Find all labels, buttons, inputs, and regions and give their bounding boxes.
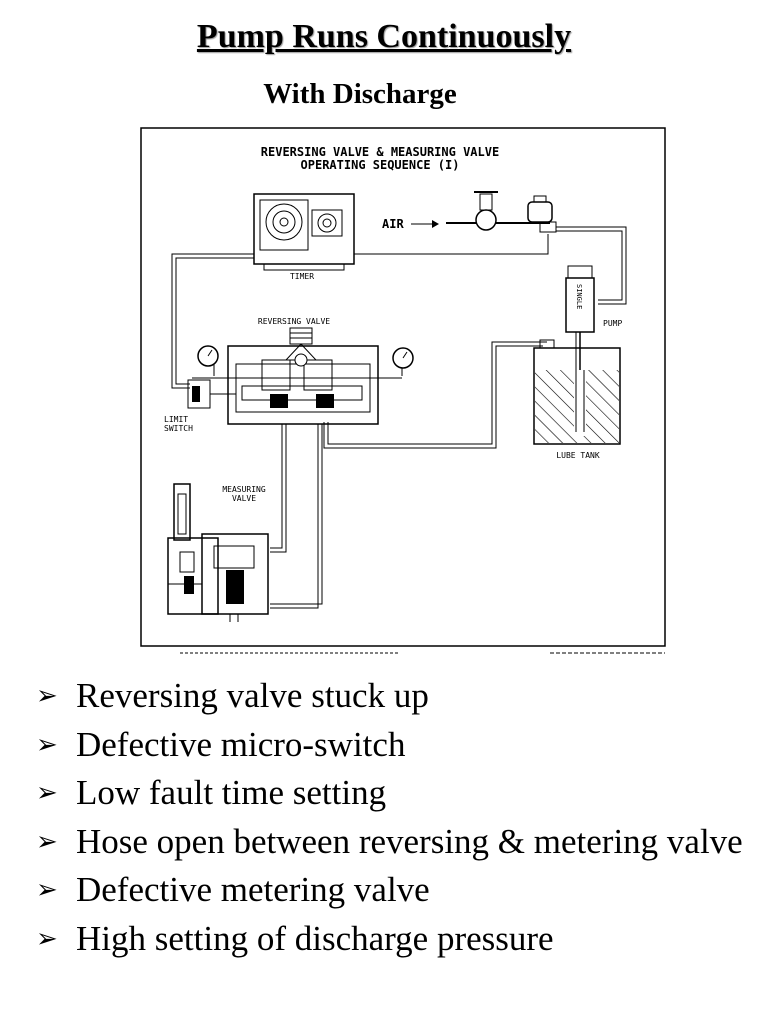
air-regulator-valve <box>446 191 557 233</box>
bullet-item: ➢ Defective micro-switch <box>36 721 756 770</box>
arrow-bullet-icon: ➢ <box>36 729 58 759</box>
diagram-header-line2: OPERATING SEQUENCE (I) <box>301 158 460 172</box>
diagram-frame <box>140 127 666 647</box>
arrow-bullet-icon: ➢ <box>36 923 58 953</box>
timer-label: TIMER <box>290 272 314 281</box>
bullet-text: Defective metering valve <box>76 870 430 909</box>
lube-tank-label: LUBE TANK <box>556 451 600 460</box>
bullet-item: ➢ Hose open between reversing & metering … <box>36 818 756 867</box>
slide-subtitle: With Discharge <box>263 78 457 110</box>
lubrication-system-diagram: REVERSING VALVE & MEASURING VALVE OPERAT… <box>130 124 670 660</box>
measuring-valve <box>167 483 269 622</box>
bullet-text: Reversing valve stuck up <box>76 676 429 715</box>
reversing-valve <box>192 327 414 425</box>
bullet-text: Low fault time setting <box>76 773 387 812</box>
bullet-item: ➢ High setting of discharge pressure <box>36 915 756 964</box>
limit-switch <box>187 379 236 409</box>
lube-tank <box>533 339 621 445</box>
bullet-text: High setting of discharge pressure <box>76 918 554 958</box>
slide-title: Pump Runs Continuously <box>196 18 572 55</box>
pump-label: PUMP <box>603 319 622 328</box>
measuring-valve-label-2: VALVE <box>232 494 256 503</box>
limit-switch-label-2: SWITCH <box>164 424 193 433</box>
diagram-header-line1: REVERSING VALVE & MEASURING VALVE <box>261 145 499 159</box>
bullet-item: ➢ Defective metering valve <box>36 866 756 915</box>
bullet-list: ➢ Reversing valve stuck up ➢ Defective mic… <box>36 672 756 963</box>
bullet-text: Hose open between reversing & metering v… <box>76 821 743 861</box>
arrow-bullet-icon: ➢ <box>36 778 58 807</box>
reversing-valve-label: REVERSING VALVE <box>258 317 330 326</box>
bullet-text: Defective micro-switch <box>76 724 406 764</box>
bullet-item: ➢ Low fault time setting <box>36 769 756 818</box>
timer-unit <box>253 193 355 271</box>
pump-body-label: SINGLE <box>575 284 583 309</box>
bullet-item: ➢ Reversing valve stuck up <box>36 672 756 721</box>
air-label: AIR <box>382 217 404 231</box>
arrow-bullet-icon: ➢ <box>36 681 58 710</box>
arrow-bullet-icon: ➢ <box>36 826 58 856</box>
arrow-bullet-icon: ➢ <box>36 875 58 904</box>
limit-switch-label-1: LIMIT <box>164 415 188 424</box>
measuring-valve-label-1: MEASURING <box>222 485 266 494</box>
